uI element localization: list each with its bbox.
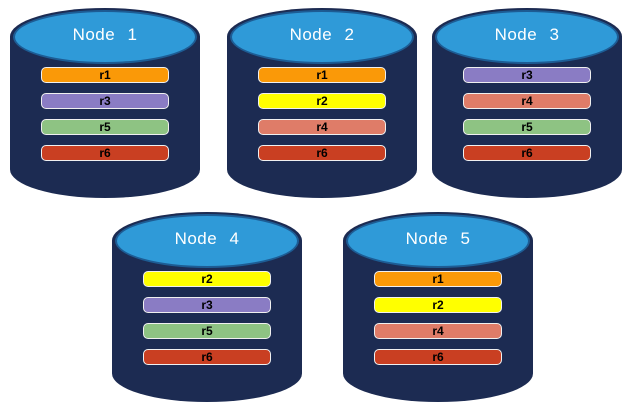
replica-list: r1 r2 r4 r6: [374, 271, 502, 365]
replica-bar: r4: [463, 93, 591, 109]
node-title: Node 1: [72, 25, 138, 44]
replica-bar: r1: [41, 67, 169, 83]
replica-bar: r6: [374, 349, 502, 365]
cylinder-top-ellipse: [346, 214, 530, 268]
replica-bar: r3: [41, 93, 169, 109]
replica-bar: r6: [41, 145, 169, 161]
replica-bar: r2: [374, 297, 502, 313]
replica-bar: r3: [463, 67, 591, 83]
replica-bar: r4: [258, 119, 386, 135]
node-title: Node 2: [289, 25, 355, 44]
replica-list: r1 r3 r5 r6: [41, 67, 169, 161]
replica-bar: r6: [143, 349, 271, 365]
cylinder-top-ellipse: [435, 10, 619, 64]
replica-list: r3 r4 r5 r6: [463, 67, 591, 161]
replica-bar: r6: [463, 145, 591, 161]
replica-bar: r6: [258, 145, 386, 161]
replica-bar: r1: [374, 271, 502, 287]
replica-bar: r5: [41, 119, 169, 135]
node-cylinder-1: Node 1 r1 r3 r5 r6: [10, 8, 200, 198]
cylinder-top-ellipse: [115, 214, 299, 268]
replica-list: r2 r3 r5 r6: [143, 271, 271, 365]
replica-bar: r4: [374, 323, 502, 339]
replica-bar: r2: [143, 271, 271, 287]
replica-bar: r1: [258, 67, 386, 83]
cylinder-top-ellipse: [13, 10, 197, 64]
replica-bar: r5: [143, 323, 271, 339]
node-cylinder-3: Node 3 r3 r4 r5 r6: [432, 8, 622, 198]
replica-list: r1 r2 r4 r6: [258, 67, 386, 161]
replica-bar: r3: [143, 297, 271, 313]
node-cylinder-2: Node 2 r1 r2 r4 r6: [227, 8, 417, 198]
node-title: Node 5: [405, 229, 471, 248]
replica-bar: r5: [463, 119, 591, 135]
node-title: Node 3: [494, 25, 560, 44]
node-cylinder-5: Node 5 r1 r2 r4 r6: [343, 212, 533, 402]
replica-bar: r2: [258, 93, 386, 109]
node-title: Node 4: [174, 229, 240, 248]
cylinder-top-ellipse: [230, 10, 414, 64]
node-cylinder-4: Node 4 r2 r3 r5 r6: [112, 212, 302, 402]
